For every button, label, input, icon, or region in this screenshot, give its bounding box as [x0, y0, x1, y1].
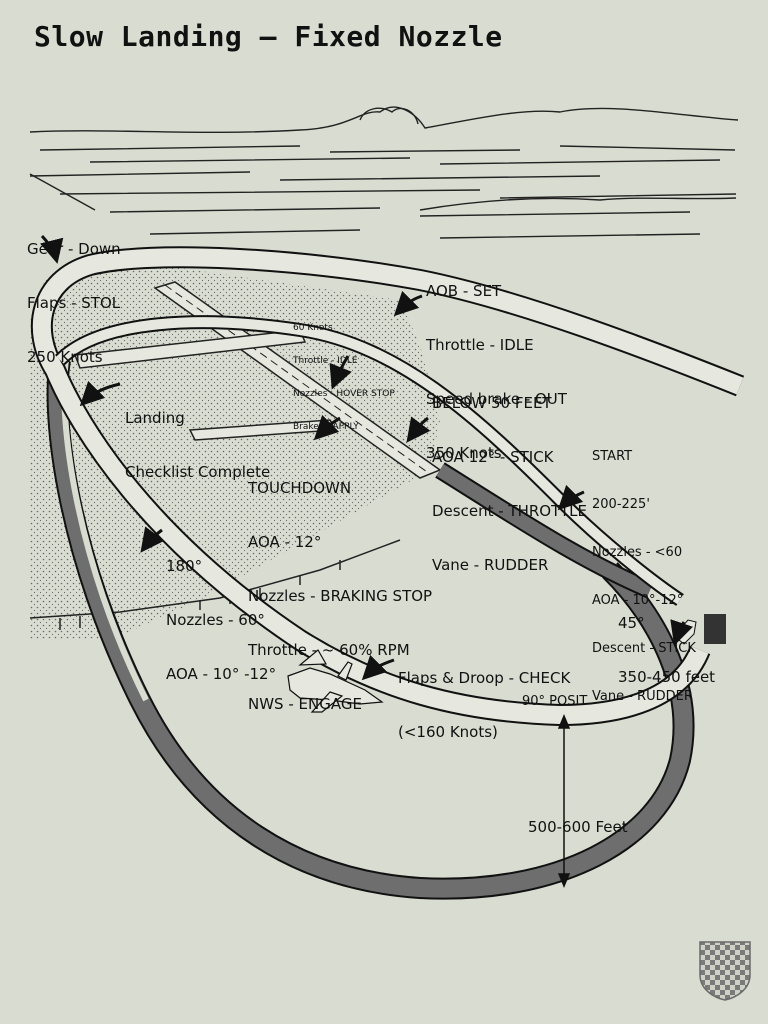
label-45-degrees: 45° 350-450 feet [618, 578, 715, 704]
label-line: Flaps - STOL [27, 294, 121, 312]
label-90-posit: 90° POSIT [522, 662, 587, 726]
label-line: Nozzles - 60° [166, 611, 276, 629]
label-line: 90° POSIT [522, 694, 587, 710]
label-60-knots: 60 Knots Throttle - IDLE Nozzles - HOVER… [293, 301, 395, 444]
label-line: 200-225' [592, 497, 696, 513]
label-line: START [592, 449, 696, 465]
label-height: 500-600 Feet [528, 782, 628, 854]
label-line: Descent - THROTTLE [432, 502, 587, 520]
label-below-50-feet: BELOW 50 FEET AOA 12° - STICK Descent - … [432, 358, 587, 592]
label-line: TOUCHDOWN [248, 479, 432, 497]
label-line: Vane - RUDDER [432, 556, 587, 574]
label-line: 180° [166, 557, 276, 575]
label-line: BELOW 50 FEET [432, 394, 587, 412]
label-line: Gear - Down [27, 240, 121, 258]
page-title: Slow Landing – Fixed Nozzle [34, 20, 503, 53]
shield-logo-icon [700, 942, 750, 1000]
label-180-degrees: 180° Nozzles - 60° AOA - 10° -12° [166, 521, 276, 701]
label-line: 250 Knots [27, 348, 121, 366]
horizon-lines [30, 107, 738, 238]
label-line: Throttle - IDLE [426, 336, 567, 354]
label-line: 500-600 Feet [528, 818, 628, 836]
label-line: AOA - 10° -12° [166, 665, 276, 683]
label-line: 60 Knots [293, 323, 395, 334]
label-gear-down: Gear - Down Flaps - STOL 250 Knots [27, 204, 121, 384]
label-line: 45° [618, 614, 715, 632]
label-line: AOB - SET [426, 282, 567, 300]
label-line: Brakes - APPLY [293, 422, 395, 433]
label-line: Nozzles - <60 [592, 545, 696, 561]
label-line: Landing [125, 409, 270, 427]
label-line: 350-450 feet [618, 668, 715, 686]
label-line: Nozzles - HOVER STOP [293, 389, 395, 400]
label-line: Throttle - IDLE [293, 356, 395, 367]
label-line: AOA 12° - STICK [432, 448, 587, 466]
